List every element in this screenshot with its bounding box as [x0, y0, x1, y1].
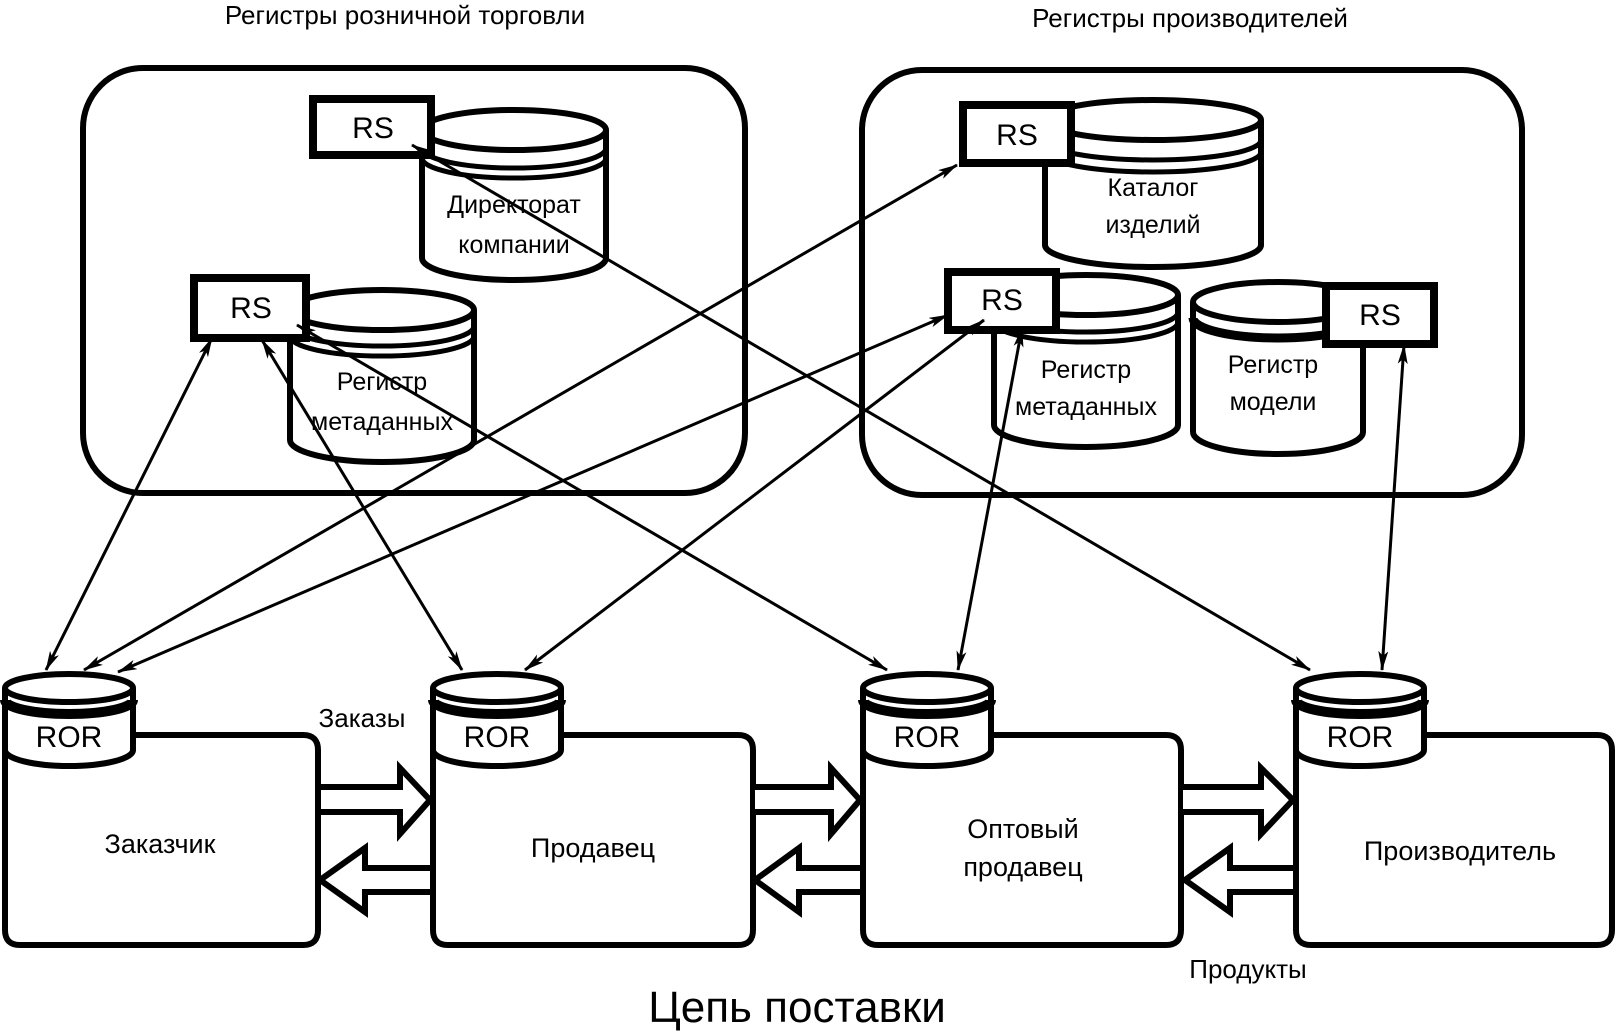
ror-label: ROR: [894, 721, 961, 754]
orders-label: Заказы: [319, 703, 406, 733]
retail-group-title: Регистры розничной торговли: [225, 0, 585, 30]
products-label: Продукты: [1189, 954, 1306, 984]
link-arrow: [1378, 344, 1408, 671]
chain-node-manufacturer[interactable]: Производитель: [1293, 732, 1615, 948]
node-label: продавец: [963, 852, 1082, 882]
db-label: Регистр: [1228, 351, 1318, 379]
products-arrow: [314, 842, 430, 918]
link-arrow: [44, 337, 214, 671]
chain-node-wholesaler[interactable]: Оптовый продавец: [860, 732, 1184, 948]
chain-node-seller[interactable]: Продавец: [430, 732, 756, 948]
db-label: Регистр: [1041, 356, 1131, 384]
rs-label: RS: [981, 284, 1023, 317]
db-label: метаданных: [1015, 393, 1157, 421]
rs-node[interactable]: RS: [190, 274, 310, 342]
supply-chain-title: Цепь поставки: [648, 983, 946, 1032]
node-label: Оптовый: [967, 814, 1079, 844]
rs-label: RS: [996, 119, 1038, 152]
node-label: Заказчик: [105, 829, 216, 859]
db-label: изделий: [1105, 211, 1200, 239]
node-label: Продавец: [531, 833, 655, 863]
link-arrow: [956, 327, 1024, 671]
ror-label: ROR: [1327, 721, 1394, 754]
node-label: Производитель: [1364, 836, 1556, 866]
products-arrow: [749, 842, 860, 918]
rs-node[interactable]: RS: [1322, 282, 1438, 348]
rs-label: RS: [352, 112, 394, 145]
db-label: Каталог: [1108, 174, 1199, 202]
ror-db[interactable]: ROR: [428, 671, 566, 769]
ror-label: ROR: [36, 721, 103, 754]
ror-label: ROR: [464, 721, 531, 754]
orders-arrow: [755, 760, 864, 843]
ror-db[interactable]: ROR: [858, 671, 996, 769]
chain-node-customer[interactable]: Заказчик: [2, 732, 321, 948]
db-label: компании: [458, 231, 570, 259]
products-arrow: [1179, 842, 1293, 918]
db-label: метаданных: [311, 408, 453, 436]
link-arrow: [411, 143, 1311, 672]
rs-label: RS: [1359, 299, 1401, 332]
manufacturer-group-title: Регистры производителей: [1032, 3, 1348, 33]
rs-node[interactable]: RS: [959, 101, 1075, 167]
rs-label: RS: [230, 292, 272, 325]
ror-db[interactable]: ROR: [1291, 671, 1429, 769]
company-directorate-db: Директорат компании: [419, 107, 609, 283]
ror-db[interactable]: ROR: [0, 671, 138, 769]
orders-arrow: [321, 760, 435, 842]
connections: [44, 143, 1408, 674]
orders-arrow: [1183, 760, 1298, 842]
rs-node[interactable]: RS: [944, 268, 1060, 334]
product-catalog-db: Каталог изделий: [1042, 97, 1264, 270]
flow-arrows: [314, 760, 1298, 918]
db-label: модели: [1230, 388, 1317, 416]
